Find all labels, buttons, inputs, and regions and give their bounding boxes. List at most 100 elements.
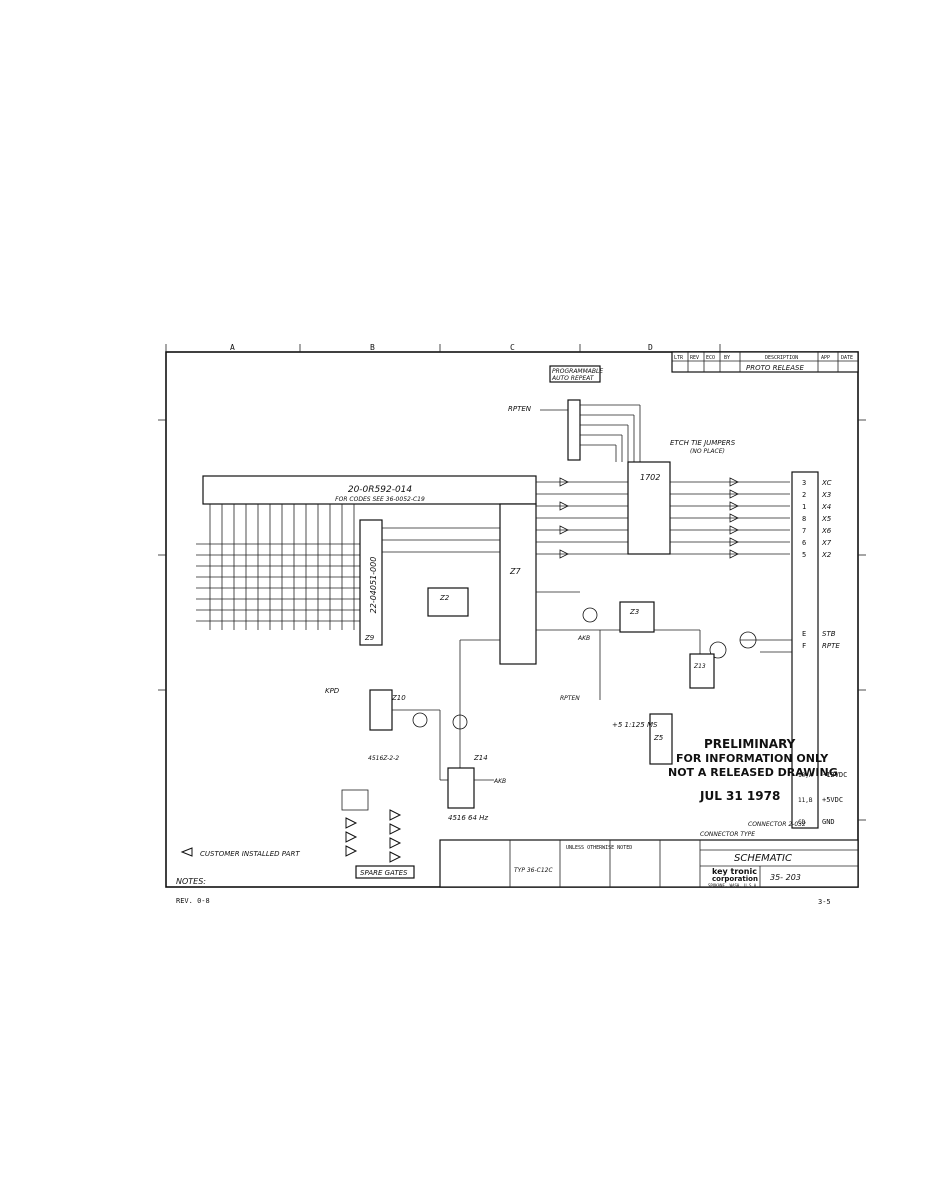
company-city: SPOKANE, WASH. U.S.A. [708, 883, 759, 888]
page-number: 3-5 [818, 898, 831, 906]
output-buffers [536, 477, 790, 559]
ic-matrix [359, 519, 383, 646]
power-pin-0: 10,A [798, 772, 813, 779]
ic-z2 [427, 587, 469, 617]
ic-z3 [619, 601, 655, 633]
date-stamp: JUL 31 1978 [699, 789, 780, 803]
ic-main-note: FOR CODES SEE 36-0052-C19 [335, 496, 425, 503]
akb-label: AKB [577, 635, 590, 642]
rev-hdr-ltr: LTR [674, 355, 684, 361]
rev-hdr-eco: ECO [706, 355, 715, 361]
signal-0: XC [821, 479, 832, 487]
pin-7: E [802, 630, 806, 638]
ic-z9-label: Z9 [364, 634, 375, 642]
ic-z13 [689, 653, 715, 689]
stamp-line3: NOT A RELEASED DRAWING [668, 766, 838, 779]
ic-z5 [649, 713, 673, 765]
rev-hdr-desc: DESCRIPTION [765, 355, 798, 361]
ic-z7 [499, 503, 537, 665]
signal-5: X7 [821, 539, 832, 547]
company-line1: key tronic [712, 867, 757, 876]
ic-z3-label: Z3 [629, 608, 639, 616]
ic-z14 [447, 767, 475, 809]
connector-pin-list: 3 XC 2 X3 1 X4 8 X5 7 X6 6 X7 5 X2 E STB… [802, 479, 840, 650]
power-signal-0: -12VDC [822, 771, 847, 779]
part-type: TYP 36-C12C [514, 867, 553, 874]
rev-hdr-date: DATE [841, 355, 853, 361]
matrix-columns [196, 504, 362, 630]
signal-3: X5 [821, 515, 832, 523]
company-line2: corporation [712, 875, 758, 883]
signal-6: X2 [821, 551, 832, 559]
ic-main-label: 20-0R592-014 [348, 485, 413, 495]
drawing-number: 35- 203 [770, 873, 801, 882]
etch-jumpers-label: ETCH TIE JUMPERS [670, 439, 736, 447]
akb-label-2: AKB [493, 778, 506, 785]
signal-1: X3 [821, 491, 831, 499]
jumper-note: (NO PLACE) [690, 448, 725, 455]
grid-col-a: A [230, 343, 235, 352]
grid-col-d: D [648, 343, 653, 352]
power-signal-2: GND [822, 818, 835, 826]
stamp-line2: FOR INFORMATION ONLY [676, 752, 829, 765]
freq-note: +5 1:125 MS [612, 721, 658, 729]
pin-4: 7 [802, 527, 806, 535]
pin-3: 8 [802, 515, 806, 523]
ic-auto-repeat [567, 399, 581, 461]
power-pin-list: 10,A -12VDC 11,B +5VDC CD GND [798, 771, 847, 826]
legend-text: CUSTOMER INSTALLED PART [200, 850, 300, 858]
pin-5: 6 [802, 539, 806, 547]
signal-7: STB [822, 630, 836, 638]
connector-note: CONNECTOR TYPE [700, 831, 755, 838]
ic-z2-label: Z2 [439, 594, 450, 602]
customer-part-icon [180, 847, 193, 857]
rev-hdr-rev: REV [690, 355, 699, 361]
ic-z5-label: Z5 [653, 734, 664, 742]
signal-8: RPTE [822, 642, 840, 650]
signal-4: X6 [821, 527, 832, 535]
revision-note: PROTO RELEASE [746, 364, 804, 372]
pin-6: 5 [802, 551, 806, 559]
pin-8: F [802, 642, 806, 650]
rev-label: REV. 0-8 [176, 897, 210, 905]
ic-1702 [627, 461, 671, 555]
drawing-title: SCHEMATIC [734, 853, 792, 864]
ic-z14-label: Z14 [473, 754, 488, 762]
grid-col-c: C [510, 343, 515, 352]
grid-ticks [158, 344, 866, 821]
revision-block: LTR REV ECO BY DESCRIPTION APP DATE PROT… [671, 351, 859, 373]
pin-0: 3 [802, 479, 806, 487]
rpten-label-2: RPTEN [560, 695, 580, 702]
ic-z10-label: Z10 [391, 694, 406, 702]
spare-gates-label: SPARE GATES [360, 869, 408, 877]
auto-repeat-label: AUTO REPEAT [551, 375, 595, 382]
tolerance-heading: UNLESS OTHERWISE NOTED [566, 845, 632, 851]
ic-main-block [202, 475, 537, 505]
stamp-line1: PRELIMINARY [704, 737, 796, 751]
connector-part: CONNECTOR 2-032 [748, 821, 806, 828]
middle-logic [412, 607, 792, 730]
power-signal-1: +5VDC [822, 796, 843, 804]
pin-1: 2 [802, 491, 806, 499]
ic-1702-label: 1702 [640, 473, 660, 482]
spare-gates-block: SPARE GATES [341, 789, 415, 879]
programmable-label: PROGRAMMABLE [552, 368, 603, 375]
preliminary-stamp: PRELIMINARY FOR INFORMATION ONLY NOT A R… [668, 737, 838, 779]
rev-hdr-app: APP [821, 355, 830, 361]
ic-z7-label: Z7 [509, 567, 521, 576]
pin-2: 1 [802, 503, 806, 511]
power-pin-2: CD [798, 819, 806, 826]
rev-hdr-by: BY [724, 355, 730, 361]
ic-z10 [369, 689, 393, 731]
power-pin-1: 11,B [798, 797, 813, 804]
part-4516b-label: 4516 64 Hz [448, 814, 488, 822]
kpd-label: KPD [325, 687, 340, 695]
ic-matrix-label: 22-04051-000 [369, 557, 378, 614]
signal-2: X4 [821, 503, 831, 511]
grid-col-b: B [370, 343, 375, 352]
connector [791, 471, 819, 829]
ic-z13-label: Z13 [693, 663, 706, 670]
part-4516-label: 4516Z-2-2 [368, 755, 399, 762]
notes-heading: NOTES: [176, 877, 206, 886]
